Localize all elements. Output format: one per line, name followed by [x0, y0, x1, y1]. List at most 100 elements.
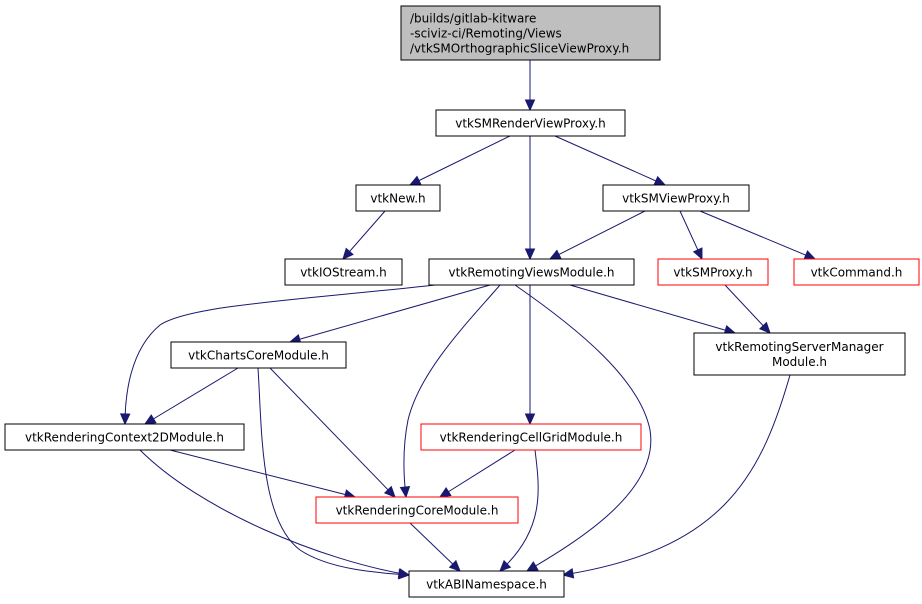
node-cellgrid[interactable]: vtkRenderingCellGridModule.h: [420, 423, 642, 451]
edge-line: [169, 449, 356, 498]
edge-root-to-renderview: [524, 60, 536, 112]
edge-line: [499, 449, 539, 572]
node-label: /builds/gitlab-kitware: [410, 12, 536, 26]
edges-layer: [119, 60, 817, 580]
edge-line: [144, 367, 239, 425]
edge-line: [569, 284, 736, 334]
node-box: [4, 423, 245, 451]
node-label: /vtkSMOrthographicSliceViewProxy.h: [410, 42, 629, 56]
edge-line: [439, 449, 516, 498]
edge-viewproxy-to-command: [699, 210, 817, 260]
edge-line: [699, 210, 816, 260]
edge-line: [724, 284, 771, 334]
node-label: vtkSMViewProxy.h: [622, 192, 730, 206]
node-new[interactable]: vtkNew.h: [355, 184, 441, 212]
edge-line: [139, 449, 410, 576]
node-box: [793, 258, 920, 286]
arrowhead-icon: [692, 247, 703, 261]
arrowhead-icon: [499, 559, 512, 572]
edge-context2d-to-abinamespace: [139, 449, 411, 579]
node-box: [284, 258, 403, 286]
node-label: -sciviz-ci/Remoting/Views: [410, 27, 562, 41]
edge-line: [514, 284, 652, 572]
node-box: [315, 496, 519, 524]
node-box: [435, 109, 626, 137]
node-viewproxy[interactable]: vtkSMViewProxy.h: [602, 184, 750, 212]
arrowhead-icon: [383, 485, 396, 498]
edge-line: [409, 522, 461, 572]
edge-remotingviews-to-servermanager: [569, 284, 737, 336]
arrowhead-icon: [524, 248, 536, 261]
arrowhead-icon: [548, 249, 562, 260]
node-label: vtkSMRenderViewProxy.h: [455, 117, 606, 131]
edge-chartscore-to-context2d: [143, 367, 239, 425]
node-box: [400, 5, 661, 61]
arrowhead-icon: [438, 486, 452, 498]
arrowhead-icon: [143, 414, 157, 425]
node-label: vtkSMProxy.h: [673, 266, 752, 280]
node-root[interactable]: /builds/gitlab-kitware-sciviz-ci/Remotin…: [400, 5, 661, 61]
edge-chartscore-to-abinamespace: [257, 367, 411, 580]
node-label: vtkRemotingServerManager: [715, 340, 883, 354]
arrowhead-icon: [448, 559, 461, 572]
edge-renderview-to-remotingviews: [524, 136, 536, 261]
node-label: vtkRenderingCellGridModule.h: [440, 431, 623, 445]
edge-remotingviews-to-renderingcore: [399, 284, 501, 499]
edge-line: [257, 367, 410, 576]
edge-remotingviews-to-abinamespace: [514, 284, 652, 572]
arrowhead-icon: [397, 567, 411, 579]
node-command[interactable]: vtkCommand.h: [793, 258, 920, 286]
arrowhead-icon: [653, 175, 667, 186]
node-iostream[interactable]: vtkIOStream.h: [284, 258, 403, 286]
arrowhead-icon: [561, 568, 575, 579]
node-abinamespace[interactable]: vtkABINamespace.h: [408, 570, 565, 598]
node-label: vtkRenderingContext2DModule.h: [25, 431, 224, 445]
node-label: vtkCommand.h: [811, 266, 903, 280]
arrowhead-icon: [408, 175, 422, 186]
nodes-layer: /builds/gitlab-kitware-sciviz-ci/Remotin…: [4, 5, 920, 598]
node-label: vtkABINamespace.h: [426, 578, 547, 592]
edge-cellgrid-to-abinamespace: [499, 449, 539, 572]
arrowhead-icon: [758, 321, 771, 334]
edge-renderview-to-new: [408, 135, 511, 186]
arrowhead-icon: [525, 561, 539, 572]
node-renderview[interactable]: vtkSMRenderViewProxy.h: [435, 109, 626, 137]
node-label: vtkChartsCoreModule.h: [188, 349, 329, 363]
node-label: vtkNew.h: [370, 192, 425, 206]
edge-servermanager-to-abinamespace: [561, 374, 791, 579]
edge-smproxy-to-servermanager: [724, 284, 771, 334]
node-box: [428, 258, 635, 286]
edge-new-to-iostream: [342, 210, 386, 260]
node-remotingviews[interactable]: vtkRemotingViewsModule.h: [428, 258, 635, 286]
node-context2d[interactable]: vtkRenderingContext2DModule.h: [4, 423, 245, 451]
edge-remotingviews-to-cellgrid: [524, 285, 536, 426]
node-label: Module.h: [772, 355, 827, 369]
arrowhead-icon: [119, 413, 131, 426]
arrowhead-icon: [524, 413, 536, 426]
node-smproxy[interactable]: vtkSMProxy.h: [657, 258, 769, 286]
node-label: vtkIOStream.h: [300, 266, 387, 280]
node-box: [408, 570, 565, 598]
node-renderingcore[interactable]: vtkRenderingCoreModule.h: [315, 496, 519, 524]
arrowhead-icon: [524, 99, 536, 112]
edge-line: [269, 367, 396, 498]
node-box: [693, 332, 906, 376]
edge-line: [554, 135, 666, 186]
edge-remotingviews-to-context2d: [119, 284, 436, 426]
edge-line: [549, 210, 646, 260]
edge-viewproxy-to-remotingviews: [548, 210, 646, 260]
node-box: [170, 341, 347, 369]
edge-chartscore-to-renderingcore: [269, 367, 396, 498]
node-box: [657, 258, 769, 286]
node-chartscore[interactable]: vtkChartsCoreModule.h: [170, 341, 347, 369]
node-box: [602, 184, 750, 212]
arrowhead-icon: [399, 486, 411, 499]
edge-line: [562, 374, 791, 576]
edge-cellgrid-to-renderingcore: [438, 449, 516, 498]
edge-context2d-to-renderingcore: [169, 449, 357, 500]
node-label: vtkRemotingViewsModule.h: [448, 266, 614, 280]
node-box: [355, 184, 441, 212]
arrowhead-icon: [803, 250, 817, 260]
